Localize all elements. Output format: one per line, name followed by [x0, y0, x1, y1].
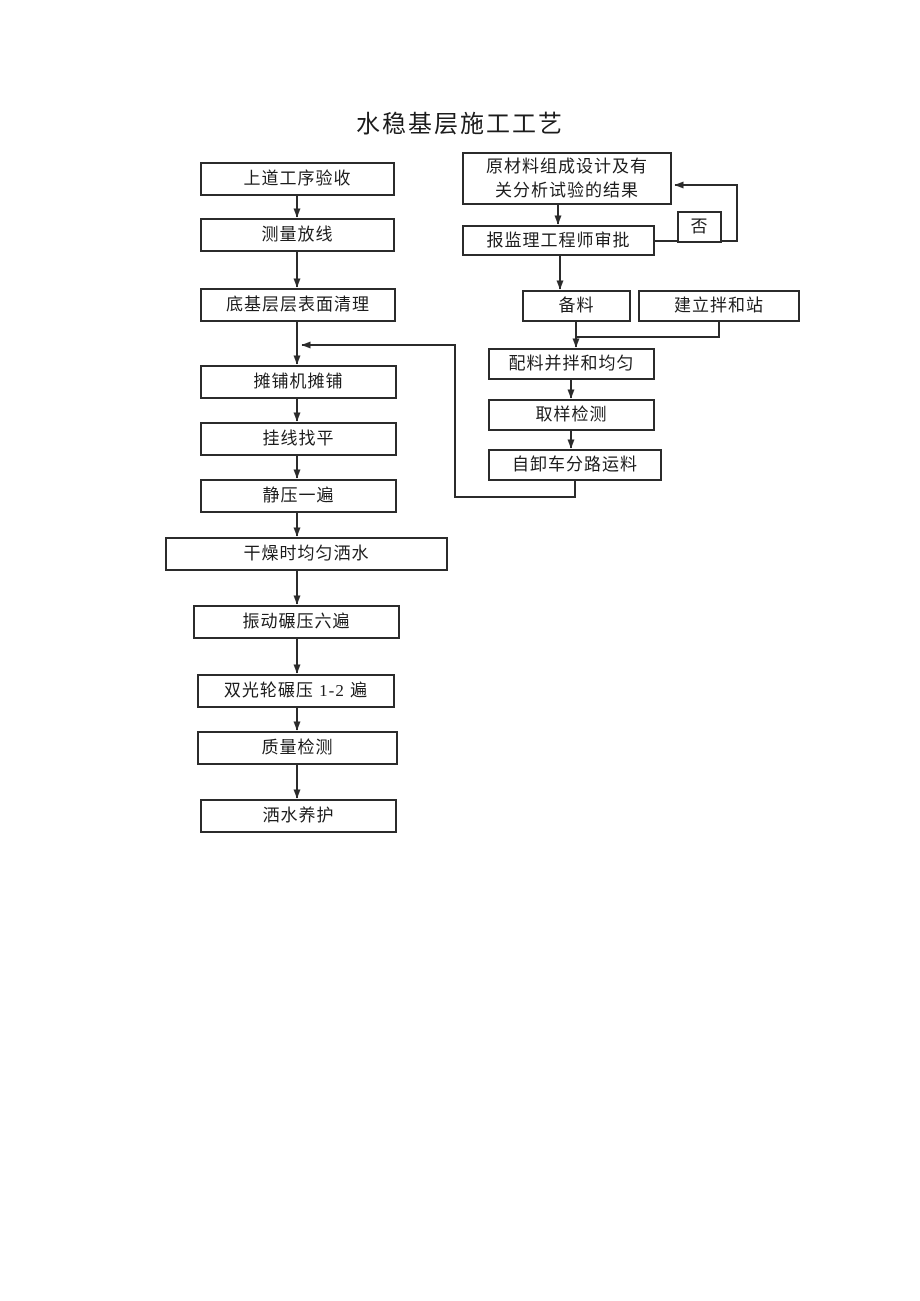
box-survey-layout: 测量放线: [200, 218, 395, 252]
box-batching-and-mixing: 配料并拌和均匀: [488, 348, 655, 380]
box-subbase-surface-cleaning: 底基层层表面清理: [200, 288, 396, 322]
box-dump-truck-transport: 自卸车分路运料: [488, 449, 662, 481]
box-line-leveling: 挂线找平: [200, 422, 397, 456]
box-prior-process-acceptance: 上道工序验收: [200, 162, 395, 196]
box-no-label: 否: [677, 211, 722, 243]
box-paver-paving: 摊铺机摊铺: [200, 365, 397, 399]
box-watering-curing: 洒水养护: [200, 799, 397, 833]
box-raw-material-design-results: 原材料组成设计及有关分析试验的结果: [462, 152, 672, 205]
box-uniform-watering-when-dry: 干燥时均匀洒水: [165, 537, 448, 571]
box-vibratory-rolling-six-times: 振动碾压六遍: [193, 605, 400, 639]
box-build-mixing-station: 建立拌和站: [638, 290, 800, 322]
page-title: 水稳基层施工工艺: [356, 112, 564, 138]
box-static-rolling-once: 静压一遍: [200, 479, 397, 513]
box-smooth-wheel-rolling: 双光轮碾压 1-2 遍: [197, 674, 395, 708]
box-sampling-inspection: 取样检测: [488, 399, 655, 431]
box-quality-inspection: 质量检测: [197, 731, 398, 765]
box-material-preparation: 备料: [522, 290, 631, 322]
box-supervisor-engineer-approval: 报监理工程师审批: [462, 225, 655, 256]
